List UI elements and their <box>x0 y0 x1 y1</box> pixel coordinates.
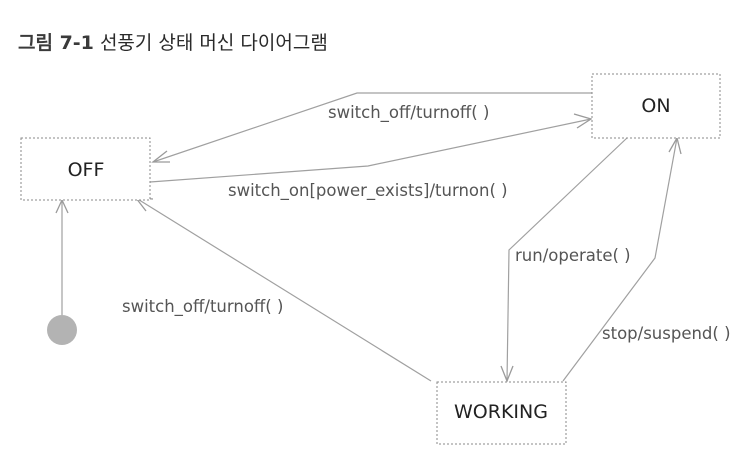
label-off-to-on: switch_on[power_exists]/turnon( ) <box>228 181 508 201</box>
state-working-label: WORKING <box>454 401 548 423</box>
figure-caption: 그림 7-1 선풍기 상태 머신 다이어그램 <box>18 28 328 55</box>
label-working-to-on: stop/suspend( ) <box>602 324 731 343</box>
state-working-box <box>436 381 567 445</box>
state-off-label: OFF <box>68 159 105 181</box>
state-on: ON <box>591 73 721 139</box>
label-on-to-working: run/operate( ) <box>515 246 631 265</box>
arrowhead-on-to-working <box>500 365 514 383</box>
transition-off-to-on <box>149 118 592 183</box>
arrowhead-on-to-off <box>151 150 170 163</box>
transition-on-to-working <box>506 136 629 382</box>
state-off-box <box>20 137 151 201</box>
state-off: OFF <box>20 137 151 201</box>
state-working: WORKING <box>436 381 567 445</box>
transition-working-to-off <box>135 197 432 382</box>
figure-title: 선풍기 상태 머신 다이어그램 <box>99 32 328 54</box>
state-on-label: ON <box>641 95 670 117</box>
figure-number: 그림 7-1 <box>18 32 94 54</box>
label-on-to-off: switch_off/turnoff( ) <box>328 103 489 123</box>
transition-working-to-on <box>562 137 678 382</box>
arrowhead-off-to-on <box>573 113 593 129</box>
label-working-to-off: switch_off/turnoff( ) <box>122 297 283 317</box>
state-on-box <box>591 73 721 139</box>
transition-on-to-off <box>152 92 592 163</box>
initial-state-dot <box>47 315 77 345</box>
